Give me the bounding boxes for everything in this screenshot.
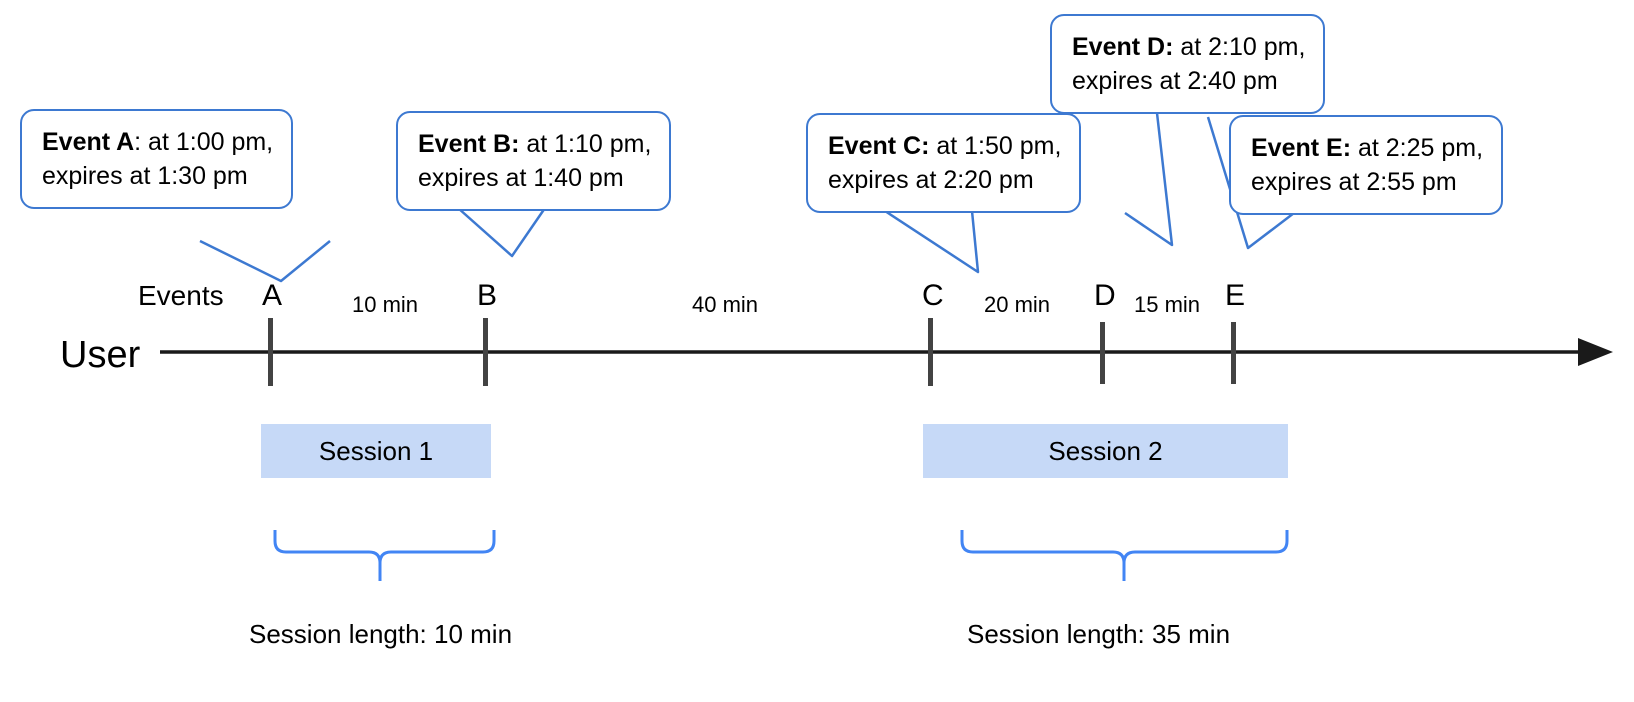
callout-event-b[interactable]: Event B: at 1:10 pm, expires at 1:40 pm bbox=[396, 111, 672, 211]
tick-label-a: A bbox=[262, 279, 283, 312]
callout-a-line1: Event A: at 1:00 pm, bbox=[42, 128, 274, 156]
callout-tail-c bbox=[884, 209, 980, 274]
callout-c-line2: expires at 2:20 pm bbox=[828, 166, 1034, 194]
callout-event-e[interactable]: Event E: at 2:25 pm, expires at 2:55 pm bbox=[1229, 115, 1504, 215]
tick-event-b[interactable] bbox=[483, 318, 488, 386]
session-2-length-label: Session length: 35 min bbox=[967, 619, 1231, 649]
tick-label-b: B bbox=[477, 279, 498, 312]
tick-event-a[interactable] bbox=[268, 318, 273, 386]
callout-tail-d bbox=[1124, 112, 1174, 247]
callout-e-line2: expires at 2:55 pm bbox=[1251, 168, 1457, 196]
callout-tail-b bbox=[457, 207, 547, 258]
callout-d-line1: Event D: at 2:10 pm, bbox=[1072, 33, 1306, 61]
tick-event-e[interactable] bbox=[1231, 322, 1236, 384]
callout-c-line1: Event C: at 1:50 pm, bbox=[828, 132, 1062, 160]
gap-label-a-b: 10 min bbox=[352, 292, 419, 317]
gap-label-c-d: 20 min bbox=[984, 292, 1051, 317]
session-bar-2[interactable]: Session 2 bbox=[923, 424, 1288, 478]
callout-tail-e bbox=[1206, 116, 1295, 250]
tick-event-d[interactable] bbox=[1100, 322, 1105, 384]
tick-label-e: E bbox=[1225, 279, 1246, 312]
callout-event-c[interactable]: Event C: at 1:50 pm, expires at 2:20 pm bbox=[806, 113, 1082, 213]
axis-row-label-user: User bbox=[60, 334, 141, 376]
session-bar-1[interactable]: Session 1 bbox=[261, 424, 491, 478]
callout-b-line2: expires at 1:40 pm bbox=[418, 164, 624, 192]
tick-label-d: D bbox=[1094, 279, 1116, 312]
tick-event-c[interactable] bbox=[928, 318, 933, 386]
gap-label-d-e: 15 min bbox=[1134, 292, 1201, 317]
session-1-length-label: Session length: 10 min bbox=[249, 619, 513, 649]
callout-e-line1: Event E: at 2:25 pm, bbox=[1251, 134, 1484, 162]
session-1-brace bbox=[273, 530, 496, 581]
gap-label-b-c: 40 min bbox=[692, 292, 759, 317]
callout-b-line1: Event B: at 1:10 pm, bbox=[418, 130, 652, 158]
callout-event-d[interactable]: Event D: at 2:10 pm, expires at 2:40 pm bbox=[1050, 14, 1326, 114]
callout-d-line2: expires at 2:40 pm bbox=[1072, 67, 1278, 95]
tick-label-c: C bbox=[922, 279, 944, 312]
callout-event-a[interactable]: Event A: at 1:00 pm, expires at 1:30 pm bbox=[20, 109, 294, 209]
session-2-brace bbox=[960, 530, 1289, 581]
axis-events-label: Events bbox=[138, 280, 224, 311]
callout-a-line2: expires at 1:30 pm bbox=[42, 162, 248, 190]
callout-tail-a bbox=[199, 239, 331, 283]
